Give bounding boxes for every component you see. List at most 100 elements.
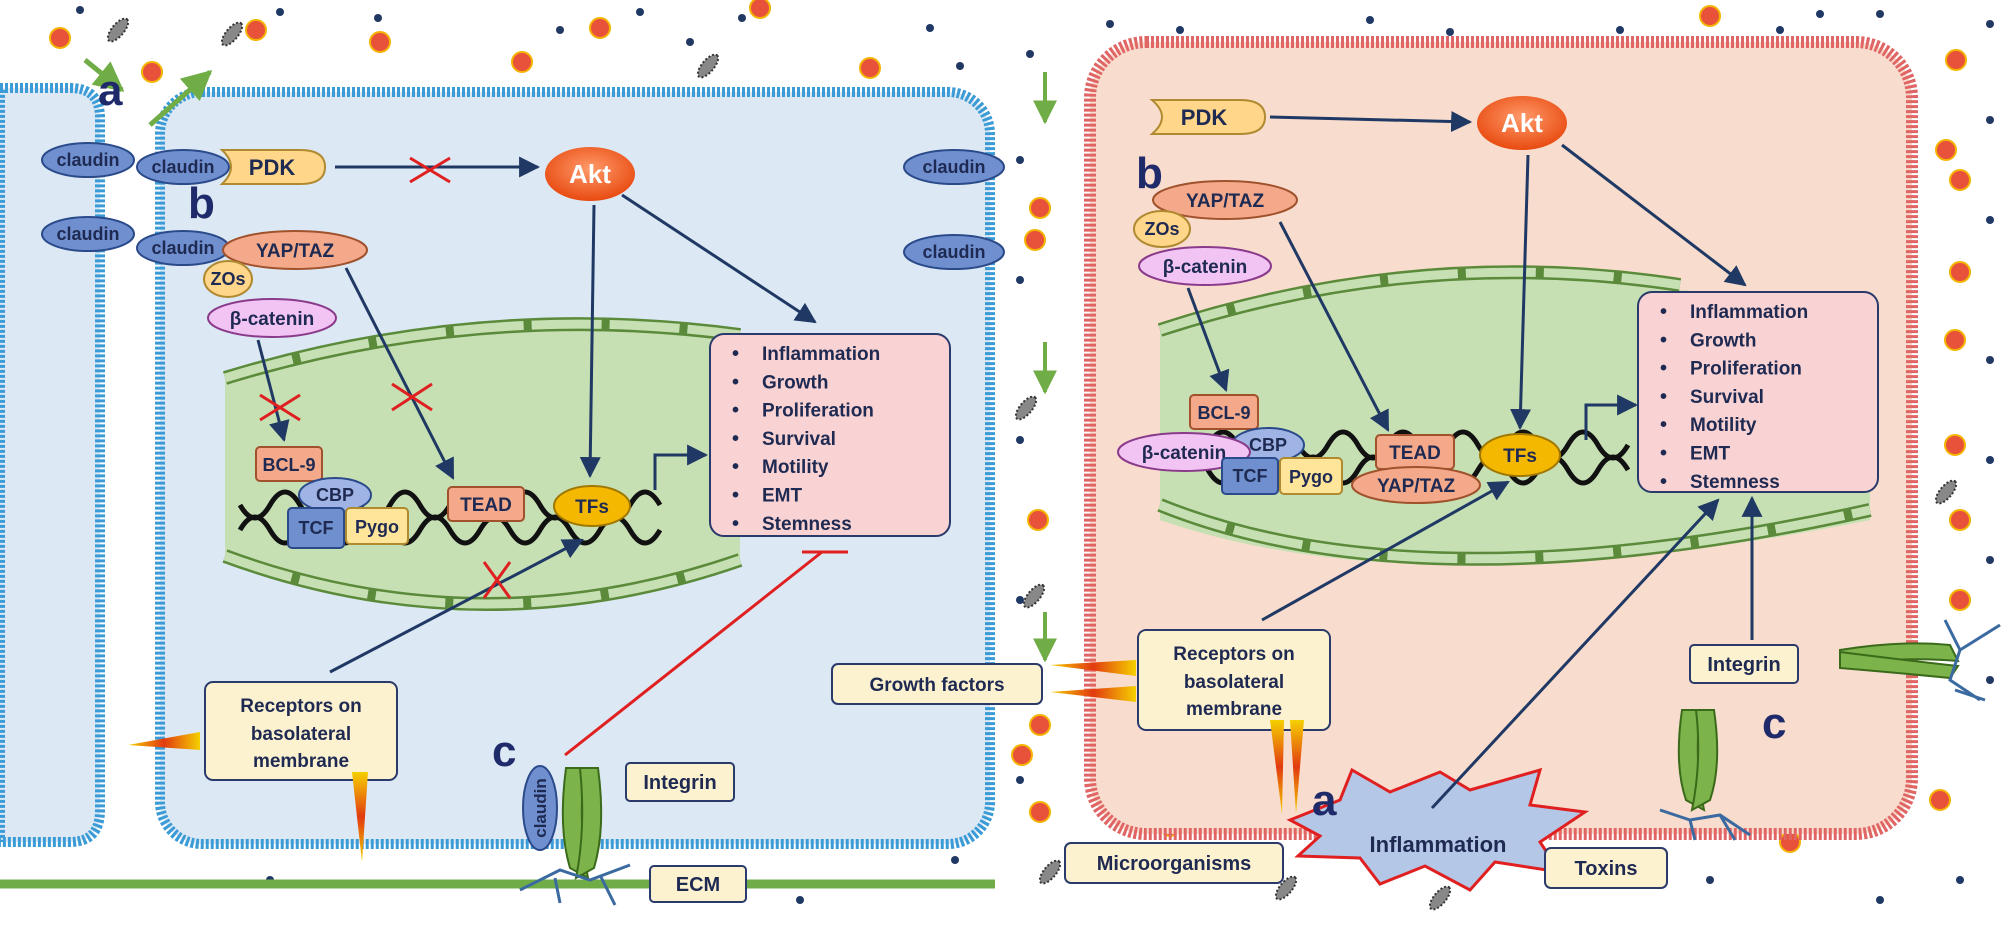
microorganism-icon	[1022, 583, 1046, 609]
particle-blue	[956, 62, 964, 70]
receptors-line-2: basolateral	[1184, 672, 1284, 693]
left-claudin-vertical: claudin	[522, 765, 558, 851]
particle-blue	[1706, 876, 1714, 884]
particle-red	[1949, 261, 1971, 283]
growth-factors-label: Growth factors	[869, 675, 1004, 696]
label-a: a	[1312, 776, 1337, 825]
microorganism-icon	[1038, 859, 1062, 885]
right-beta-catenin: β-catenin	[1138, 246, 1272, 286]
particle-blue	[1986, 116, 1994, 124]
claudin-label: claudin	[151, 238, 214, 258]
microorganism-icon	[220, 21, 244, 47]
outcome-bullet: •	[1660, 443, 1667, 465]
particle-red	[1027, 509, 1049, 531]
outcome-item: Proliferation	[1690, 359, 1802, 380]
particle-blue	[796, 896, 804, 904]
particle-red	[1699, 5, 1721, 27]
right-pygo: Pygo	[1279, 457, 1343, 495]
particle-blue	[1956, 876, 1964, 884]
left-tcf: TCF	[287, 507, 345, 549]
right-receptor-flames	[1050, 660, 1304, 814]
particle-blue	[686, 38, 694, 46]
microorganisms-label: Microorganisms	[1097, 853, 1251, 875]
outcome-item: Growth	[762, 372, 829, 393]
microorganism-icon	[1274, 875, 1298, 901]
particle-red	[1029, 714, 1051, 736]
outcome-item: Survival	[1690, 387, 1764, 408]
microorganisms-box: Microorganisms	[1064, 842, 1284, 884]
right-integrin-top	[1839, 619, 2001, 702]
particle-red	[1011, 744, 1033, 766]
left-growth-factor-flame-v	[352, 772, 368, 862]
particle-blue	[1816, 10, 1824, 18]
claudin-2: claudin	[41, 216, 135, 252]
pdk-label: PDK	[1181, 105, 1228, 130]
right-tcf: TCF	[1221, 457, 1279, 495]
beta-catenin-label: β-catenin	[230, 309, 314, 330]
bcl9-label: BCL-9	[263, 455, 316, 475]
particle-blue	[1016, 436, 1024, 444]
right-beta-catenin-nuclear: β-catenin	[1117, 432, 1251, 472]
tfs-label: TFs	[575, 497, 609, 518]
outcome-bullet: •	[1660, 329, 1667, 351]
claudin-label: claudin	[922, 157, 985, 177]
outcome-item: Inflammation	[762, 344, 880, 365]
left-outcome-box: •Inflammation•Growth•Proliferation•Survi…	[709, 333, 951, 537]
zos-label: ZOs	[1144, 219, 1179, 239]
particle-blue	[1876, 896, 1884, 904]
inflammation-burst: Inflammation	[1286, 767, 1590, 892]
left-bcl9: BCL-9	[255, 446, 323, 482]
right-yap-taz: YAP/TAZ	[1152, 180, 1298, 220]
receptors-line-2: basolateral	[251, 724, 351, 745]
particle-blue	[1616, 26, 1624, 34]
particle-blue	[1876, 10, 1884, 18]
particle-blue	[636, 8, 644, 16]
pygo-label: Pygo	[355, 517, 399, 537]
left-tfs: TFs	[553, 485, 631, 527]
particle-red	[1024, 229, 1046, 251]
claudin-4: claudin	[136, 230, 230, 266]
outcome-item: Growth	[1690, 330, 1757, 351]
particle-blue	[1016, 156, 1024, 164]
integrin-label: Integrin	[1707, 654, 1780, 676]
toxins-box: Toxins	[1544, 847, 1668, 889]
tfs-label: TFs	[1503, 446, 1537, 467]
particle-blue	[1986, 676, 1994, 684]
left-inhibition-marks	[259, 156, 848, 757]
particle-red	[1949, 509, 1971, 531]
right-arrows	[1186, 111, 1763, 810]
outcome-bullet: •	[732, 371, 739, 393]
particle-blue	[556, 26, 564, 34]
right-integrin-bottom	[1659, 709, 1751, 841]
left-zos: ZOs	[203, 260, 253, 298]
left-integrin-label-box: Integrin	[625, 762, 735, 802]
outcome-bullet: •	[1660, 358, 1667, 380]
particle-blue	[1986, 356, 1994, 364]
yap-taz-label: YAP/TAZ	[256, 241, 335, 262]
yap-taz-label: YAP/TAZ	[1377, 476, 1456, 497]
particle-blue	[1986, 556, 1994, 564]
outcome-item: EMT	[762, 486, 803, 507]
particle-blue	[1986, 216, 1994, 224]
particle-red	[369, 31, 391, 53]
left-pygo: Pygo	[345, 507, 409, 545]
outcome-bullet: •	[732, 400, 739, 422]
particle-blue	[1446, 28, 1454, 36]
right-tead: TEAD	[1375, 434, 1455, 470]
label-c: c	[1762, 699, 1786, 748]
tcf-label: TCF	[1233, 466, 1268, 486]
outcome-bullet: •	[732, 456, 739, 478]
right-yap-taz-nuclear: YAP/TAZ	[1351, 466, 1481, 504]
receptors-line-3: membrane	[253, 751, 349, 772]
microorganism-icon	[1428, 885, 1452, 911]
right-tfs: TFs	[1479, 433, 1561, 477]
claudin-1: claudin	[41, 142, 135, 178]
outcome-item: Motility	[1690, 415, 1757, 436]
left-pdk: PDK	[219, 149, 327, 185]
claudin-label: claudin	[531, 778, 550, 838]
pdk-label: PDK	[249, 155, 296, 180]
outcome-item: Stemness	[1690, 472, 1780, 493]
particle-blue	[1016, 596, 1024, 604]
left-akt: Akt	[545, 147, 635, 201]
